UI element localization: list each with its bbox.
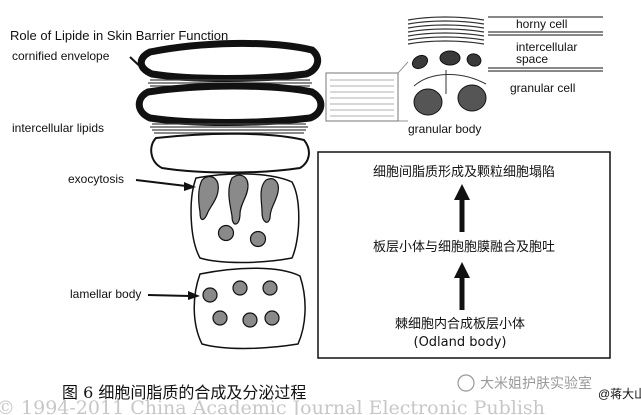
label-granular-cell: granular cell: [510, 81, 575, 95]
inset-rules: [488, 16, 603, 72]
inset-granular-bodies: [411, 50, 482, 70]
label-horny-cell: horny cell: [516, 17, 567, 31]
flow-step-bottom-line2: (Odland body): [414, 335, 507, 350]
label-lamellar-body: lamellar body: [70, 287, 141, 301]
label-intercellular-lipids: intercellular lipids: [12, 121, 104, 135]
copyright-text: © 1994-2011 China Academic Journal Elect…: [0, 397, 545, 415]
inset-zoom-texture: [330, 79, 394, 117]
granular-cell-vesicles: [217, 224, 267, 248]
transition-cell: [150, 132, 310, 174]
inset-zoom-box: [325, 72, 399, 122]
label-granular-body: granular body: [408, 122, 481, 136]
watermark-text: 大米姐护肤实验室: [480, 375, 592, 392]
horny-cell-top: [137, 39, 322, 82]
spinous-cell: [193, 267, 306, 350]
flow-step-middle: 板层小体与细胞胞膜融合及胞吐: [373, 240, 555, 255]
label-intercellular-space-line2: space: [516, 52, 548, 66]
flow-step-top: 细胞间脂质形成及颗粒细胞塌陷: [373, 165, 555, 180]
inset-granular-cells: [413, 70, 487, 116]
lipid-layers-lower: [150, 123, 308, 134]
arrow-exocytosis: [135, 179, 187, 187]
label-intercellular-space-line1: intercellular: [516, 40, 577, 54]
label-exocytosis: exocytosis: [68, 172, 124, 186]
arrow-lamellar-body: [147, 294, 191, 297]
horny-cell-middle: [135, 82, 325, 126]
diagram-title: Role of Lipide in Skin Barrier Function: [10, 28, 228, 43]
flow-step-bottom-line1: 棘细胞内合成板层小体: [395, 316, 525, 332]
lamellar-bodies: [202, 280, 280, 328]
watermark: 大米姐护肤实验室: [457, 374, 592, 392]
author-handle: @蒋大山: [598, 387, 641, 401]
wechat-icon: [457, 374, 475, 392]
figure-caption: 图 6 细胞间脂质的合成及分泌过程: [62, 383, 306, 402]
inset-horny-cell-stack: [407, 16, 485, 45]
flow-box: [317, 151, 611, 359]
label-cornified-envelope: cornified envelope: [12, 49, 110, 63]
exocytosis-vesicles: [198, 174, 279, 225]
